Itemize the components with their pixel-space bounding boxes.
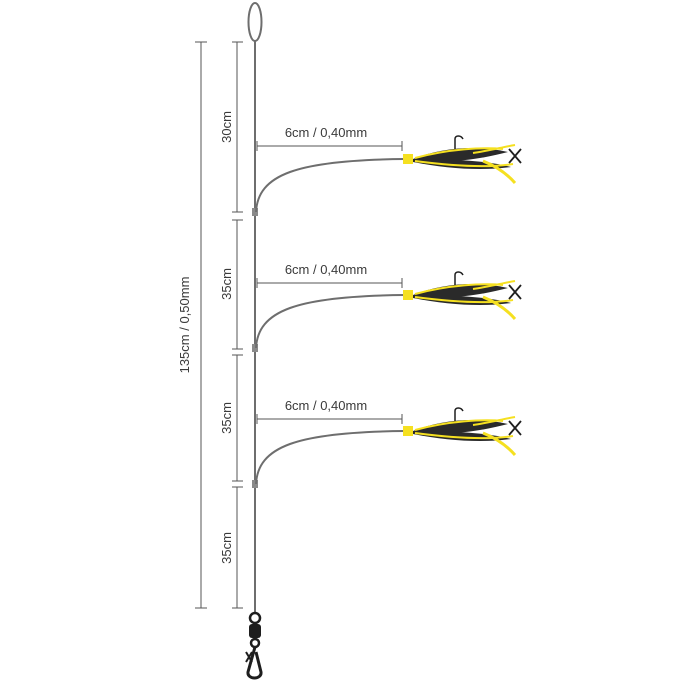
segment-label: 30cm [219, 111, 234, 143]
dropper-3: 6cm / 0,40mm [255, 398, 522, 485]
snap-icon [245, 646, 263, 680]
dropper-label: 6cm / 0,40mm [285, 398, 367, 413]
dropper-label: 6cm / 0,40mm [285, 125, 367, 140]
segment-dimension-2: 35cm [219, 219, 243, 350]
segment-dimension-3: 35cm [219, 354, 243, 482]
crimp [252, 480, 258, 488]
total-length-dimension: 135cm / 0,50mm [177, 41, 207, 609]
dropper-2: 6cm / 0,40mm [255, 262, 522, 349]
lure-icon [403, 135, 522, 184]
segment-dimension-1: 30cm [219, 41, 243, 213]
total-length-label: 135cm / 0,50mm [177, 277, 192, 374]
lure-icon [403, 271, 522, 320]
dropper-1: 6cm / 0,40mm [255, 125, 522, 213]
crimp [252, 344, 258, 352]
dropper-label: 6cm / 0,40mm [285, 262, 367, 277]
segment-label: 35cm [219, 532, 234, 564]
lure-icon [403, 407, 522, 456]
segment-label: 35cm [219, 268, 234, 300]
main-line [247, 2, 263, 612]
swivel-icon [248, 611, 262, 649]
crimp [252, 208, 258, 216]
loop-icon [247, 2, 263, 42]
segment-dimension-4: 35cm [219, 486, 243, 609]
segment-label: 35cm [219, 402, 234, 434]
